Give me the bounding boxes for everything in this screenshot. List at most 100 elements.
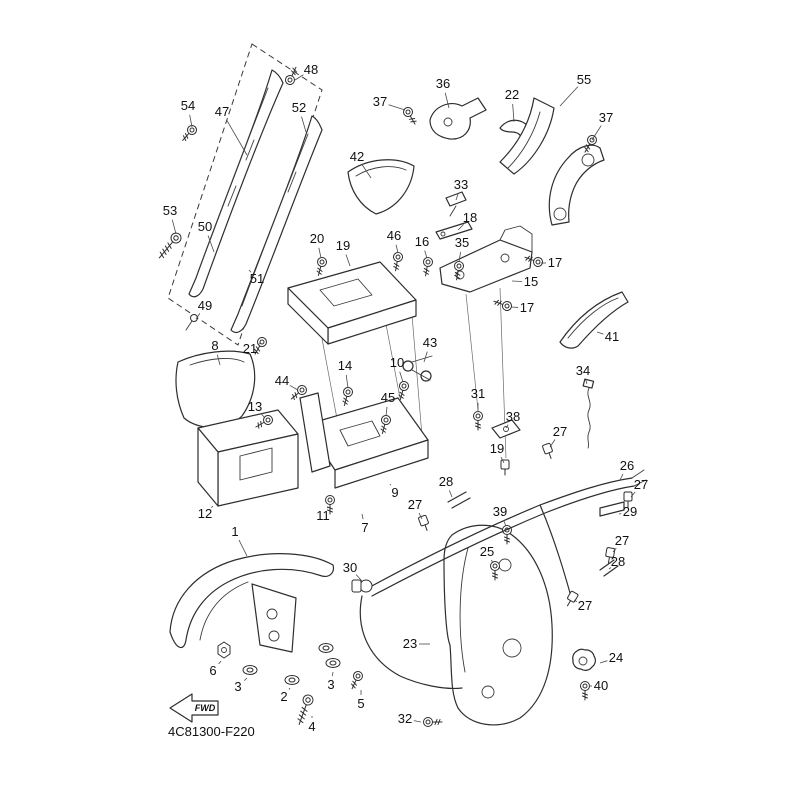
part-number-label: 3 xyxy=(327,677,334,692)
part-number-label: 37 xyxy=(599,110,613,125)
part-number-label: 20 xyxy=(310,231,324,246)
bracket-29 xyxy=(599,501,625,517)
leader-line xyxy=(448,490,453,498)
part-number-label: 2 xyxy=(280,689,287,704)
leader-line xyxy=(260,413,266,419)
leader-line xyxy=(327,506,329,509)
leader-line xyxy=(345,374,349,389)
bolt-31-icon xyxy=(473,411,483,431)
leader-line xyxy=(195,313,201,320)
link-43-arm xyxy=(411,355,433,381)
battery-box-group xyxy=(197,409,299,507)
bolt-20-icon xyxy=(313,255,329,278)
leader-line xyxy=(361,164,372,179)
part-number-label: 8 xyxy=(211,338,218,353)
leader-line xyxy=(216,354,221,366)
part-number-label: 45 xyxy=(381,390,395,405)
part-number-label: 18 xyxy=(463,210,477,225)
bracket-24-hole xyxy=(578,656,588,666)
part-number-label: 50 xyxy=(198,219,212,234)
rod-34-head xyxy=(582,378,595,389)
part-number-label: 27 xyxy=(408,497,422,512)
harness-group xyxy=(351,442,647,690)
harness-wire-26 xyxy=(367,477,633,589)
part-number-label: 3 xyxy=(234,679,241,694)
part-number-label: 19 xyxy=(490,441,504,456)
leader-line xyxy=(512,103,515,123)
cover-41-line xyxy=(567,297,619,339)
leader-line xyxy=(591,125,602,141)
part-number-label: 48 xyxy=(304,62,318,77)
part-number-label: 24 xyxy=(609,650,623,665)
clamp-27-icon xyxy=(563,590,579,609)
fender-bracket xyxy=(251,583,297,653)
construction-line xyxy=(411,314,423,437)
leader-line xyxy=(294,74,304,81)
leader-line xyxy=(238,539,248,557)
leader-line xyxy=(418,512,423,520)
leader-line xyxy=(573,599,578,603)
leader-line xyxy=(503,520,507,527)
bracket-15-hole xyxy=(500,253,510,263)
bracket-hole xyxy=(553,207,567,221)
leader-line xyxy=(289,385,299,391)
connector-30-icon xyxy=(359,579,373,593)
part-number-label: 13 xyxy=(248,399,262,414)
leader-line xyxy=(257,342,262,346)
harness-end xyxy=(631,469,645,479)
part-number-label: 17 xyxy=(520,300,534,315)
part-number-label: 5 xyxy=(357,696,364,711)
part-number-label: 39 xyxy=(493,504,507,519)
part-number-label: 36 xyxy=(436,76,450,91)
leader-line xyxy=(505,424,509,429)
leader-line xyxy=(619,473,624,481)
part-number-label: 51 xyxy=(250,271,264,286)
fender-bracket-hole xyxy=(268,630,280,642)
harness-end xyxy=(633,479,647,487)
leader-line xyxy=(458,251,461,263)
part-number-label: 53 xyxy=(163,203,177,218)
fender-fastener-group xyxy=(217,641,365,727)
bolt-17-icon xyxy=(491,296,514,313)
plate-18-hole xyxy=(440,231,446,237)
bracket-7-opening xyxy=(339,420,381,447)
bracket-9-plate xyxy=(299,392,331,473)
leader-line xyxy=(171,219,177,235)
screw-53-icon xyxy=(154,230,184,262)
bracket-24-group xyxy=(572,648,596,701)
part-number-label: 32 xyxy=(398,711,412,726)
part-number-label: 26 xyxy=(620,458,634,473)
part-number-label: 19 xyxy=(336,238,350,253)
bolt-16-icon xyxy=(420,256,434,278)
leader-line xyxy=(596,331,604,335)
harness-wire xyxy=(371,485,635,597)
bracket-38 xyxy=(491,419,521,439)
leader-line xyxy=(423,351,428,363)
bracket-15-group xyxy=(439,225,545,313)
lower-bracket-group xyxy=(253,379,429,515)
part-number-label: 55 xyxy=(577,72,591,87)
part-number-label: 54 xyxy=(181,98,195,113)
part-number-label: 37 xyxy=(373,94,387,109)
leader-line xyxy=(361,513,364,520)
blade-inner-line xyxy=(197,87,269,273)
clamp-19-icon xyxy=(500,459,510,476)
leader-line xyxy=(424,250,428,259)
part-number-label: 11 xyxy=(316,508,330,523)
sensor-33-lead xyxy=(449,205,457,217)
leader-line xyxy=(395,244,399,254)
tray-19-side xyxy=(287,287,329,345)
bolt-40-icon xyxy=(580,681,590,701)
washer-icon xyxy=(325,658,341,668)
rod-34-cord xyxy=(587,387,591,449)
blade-slot xyxy=(245,139,255,161)
bolt-46-icon xyxy=(390,251,404,273)
fender-bracket-hole xyxy=(266,608,278,620)
leader-line xyxy=(301,116,307,133)
bracket-36 xyxy=(429,97,487,140)
leader-line xyxy=(385,406,388,417)
side-cover-group xyxy=(154,43,323,346)
